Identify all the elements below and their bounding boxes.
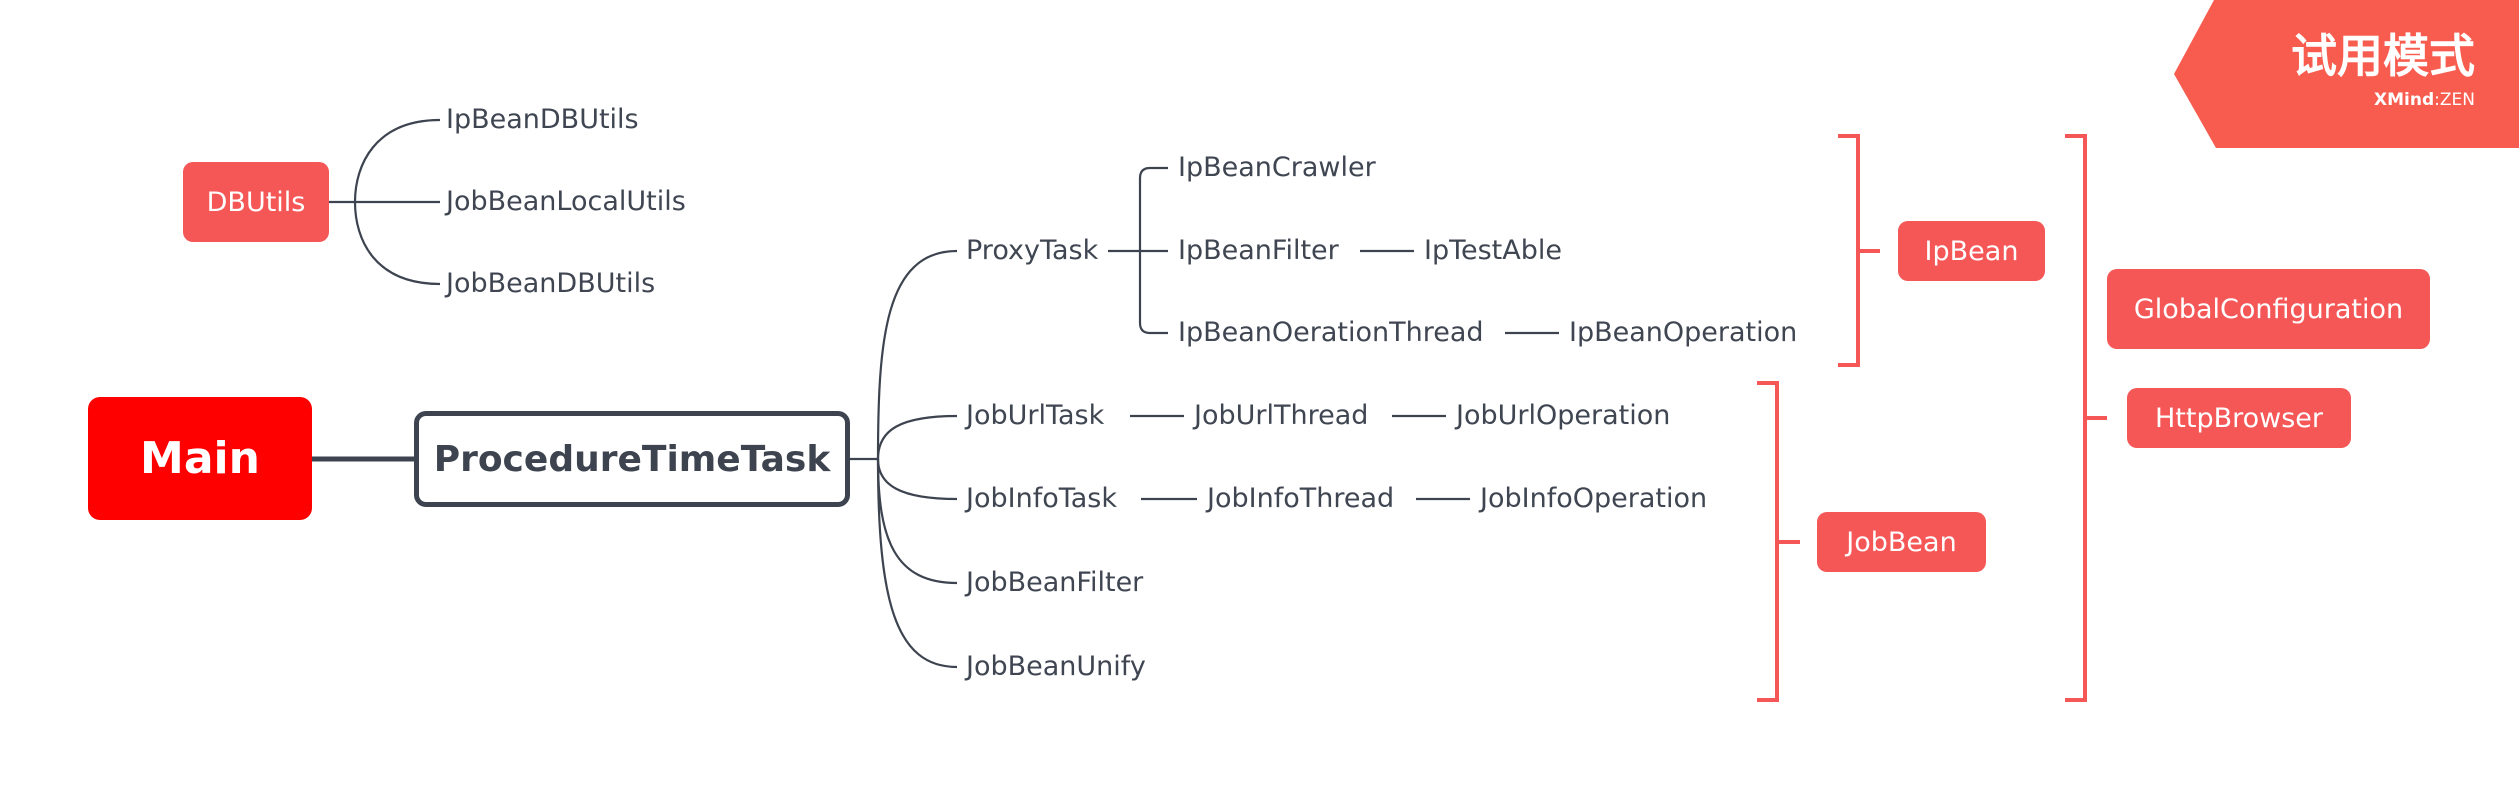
globalconfiguration-summary[interactable]: GlobalConfiguration [2107,269,2430,349]
jobinfothread-topic[interactable]: JobInfoThread [1207,483,1395,514]
jobbeanunify-topic[interactable]: JobBeanUnify [966,651,1146,682]
brand-light: ZEN [2439,90,2475,110]
connector-root-jobinfotask [876,458,958,501]
dbutils-topic[interactable]: DBUtils [183,162,329,242]
proxytask-topic[interactable]: ProxyTask [966,235,1099,266]
jobbeandbutils-topic[interactable]: JobBeanDBUtils [446,268,656,299]
connector-dbutils-jobbeandbutils [353,201,441,286]
ipbeancrawler-topic[interactable]: IpBeanCrawler [1178,152,1376,183]
joburlthread-topic[interactable]: JobUrlThread [1194,400,1369,431]
trial-mode-badge [2174,0,2519,148]
connector-proxytask-crawler [1138,166,1168,251]
bracket-global [2065,134,2107,702]
connector-root-joburltask [876,414,958,460]
httpbrowser-summary[interactable]: HttpBrowser [2127,388,2351,448]
ipbeanfilter-topic[interactable]: IpBeanFilter [1178,235,1339,266]
jobbeanfilter-topic[interactable]: JobBeanFilter [966,567,1144,598]
ipbeandbutils-topic[interactable]: IpBeanDBUtils [446,104,639,135]
brand-bold: XMind [2374,90,2435,110]
trial-mode-title: 试用模式 [2291,29,2475,83]
main-topic[interactable]: Main [88,397,312,520]
jobinfotask-topic[interactable]: JobInfoTask [966,483,1117,514]
connector-root-jobbeanfilter [876,458,958,585]
xmind-zen-brand: XMind:ZEN [2270,90,2475,110]
connector-root-proxytask [876,249,958,460]
brand-separator: : [2434,90,2440,110]
ipbean-summary[interactable]: IpBean [1898,221,2045,281]
joburltask-topic[interactable]: JobUrlTask [966,400,1105,431]
jobinfooperation-topic[interactable]: JobInfoOperation [1480,483,1708,514]
ipbeanoerationthread-topic[interactable]: IpBeanOerationThread [1178,317,1484,348]
bracket-ipbean [1838,134,1880,367]
jobbeanlocalutils-topic[interactable]: JobBeanLocalUtils [446,186,686,217]
connector-root-jobbeanunify [876,458,958,669]
joburloperation-topic[interactable]: JobUrlOperation [1456,400,1671,431]
jobbean-summary[interactable]: JobBean [1817,512,1986,572]
connector-dbutils-ipbeandbutils [328,118,441,204]
iptestable-topic[interactable]: IpTestAble [1424,235,1562,266]
bracket-jobbean [1757,381,1800,702]
connector-proxytask-thread [1138,251,1168,335]
procedure-time-task-topic[interactable]: ProcedureTimeTask [414,411,850,507]
ipbeanoperation-topic[interactable]: IpBeanOperation [1569,317,1798,348]
